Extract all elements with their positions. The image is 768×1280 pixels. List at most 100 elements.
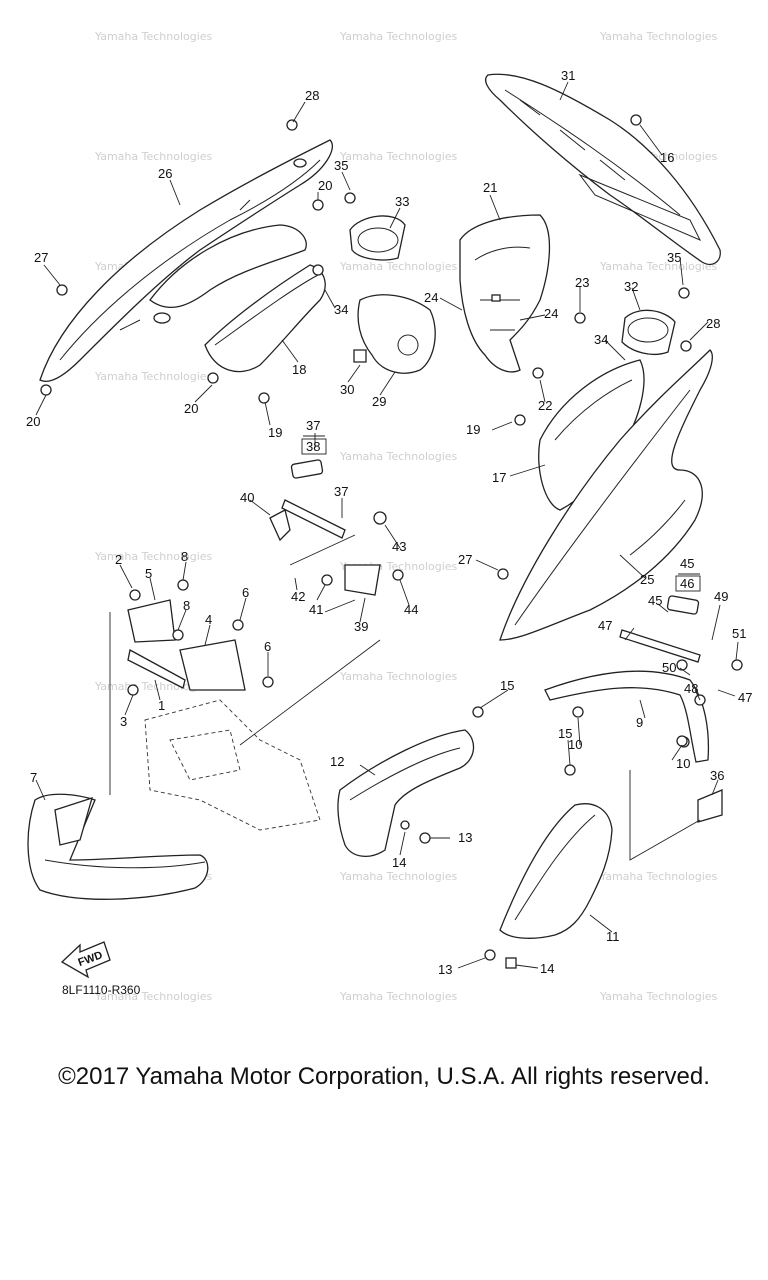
lower-cover: [499, 803, 613, 939]
watermark: Yamaha Technologies: [339, 30, 458, 43]
callout-41: 41: [309, 602, 323, 617]
callout-18: 18: [292, 362, 306, 377]
damper-right: [619, 595, 743, 861]
callout-14: 14: [540, 961, 554, 976]
top-grille: [485, 73, 721, 265]
callout-40: 40: [240, 490, 254, 505]
callout-48: 48: [684, 681, 698, 696]
copyright-notice: ©2017 Yamaha Motor Corporation, U.S.A. A…: [58, 1063, 710, 1090]
callout-23: 23: [575, 275, 589, 290]
callout-14: 14: [392, 855, 406, 870]
watermark: Yamaha Technologies: [339, 990, 458, 1003]
speaker-assembly-left: [349, 215, 436, 374]
watermark: Yamaha Technologies: [94, 30, 213, 43]
callout-45: 45: [648, 593, 662, 608]
callout-24: 24: [544, 306, 558, 321]
leader-lines: [35, 81, 739, 969]
callout-6: 6: [242, 585, 249, 600]
callout-21: 21: [483, 180, 497, 195]
parts-diagram-svg: Yamaha Technologies Yamaha Technologies …: [26, 30, 752, 1003]
center-bracket: [459, 214, 551, 373]
callout-30: 30: [340, 382, 354, 397]
callout-6: 6: [264, 639, 271, 654]
callout-13: 13: [458, 830, 472, 845]
callout-19: 19: [268, 425, 282, 440]
parts-diagram: Yamaha Technologies Yamaha Technologies …: [26, 30, 752, 1003]
callout-20: 20: [26, 414, 40, 429]
callout-10: 10: [568, 737, 582, 752]
watermark: Yamaha Technologies: [339, 450, 458, 463]
watermark: Yamaha Technologies: [599, 990, 718, 1003]
callout-12: 12: [330, 754, 344, 769]
watermark: Yamaha Technologies: [94, 990, 213, 1003]
callout-47: 47: [598, 618, 612, 633]
callout-44: 44: [404, 602, 418, 617]
watermark: Yamaha Technologies: [339, 150, 458, 163]
callout-27: 27: [34, 250, 48, 265]
callout-34: 34: [334, 302, 348, 317]
callout-36: 36: [710, 768, 724, 783]
callout-28: 28: [305, 88, 319, 103]
fasteners: [40, 114, 692, 969]
callout-11: 11: [606, 929, 620, 944]
callout-47: 47: [738, 690, 752, 705]
callout-29: 29: [372, 394, 386, 409]
watermark: Yamaha Technologies: [339, 260, 458, 273]
callout-37: 37: [306, 418, 320, 433]
speaker-right: [621, 309, 676, 356]
watermark: Yamaha Technologies: [339, 670, 458, 683]
callout-46: 46: [680, 576, 694, 591]
callout-35: 35: [334, 158, 348, 173]
callout-20: 20: [184, 401, 198, 416]
callout-35: 35: [667, 250, 681, 265]
callout-51: 51: [732, 626, 746, 641]
callout-38: 38: [306, 439, 320, 454]
callout-45: 45: [680, 556, 694, 571]
callout-15: 15: [558, 726, 572, 741]
callout-49: 49: [714, 589, 728, 604]
callout-4: 4: [205, 612, 212, 627]
watermark: Yamaha Technologies: [94, 370, 213, 383]
bracket-assembly-left: [127, 579, 274, 696]
callout-33: 33: [395, 194, 409, 209]
front-cowl: [27, 793, 209, 900]
callout-42: 42: [291, 589, 305, 604]
side-cover-right: [499, 349, 713, 641]
callout-32: 32: [624, 279, 638, 294]
callout-19: 19: [466, 422, 480, 437]
callout-3: 3: [120, 714, 127, 729]
callout-7: 7: [30, 770, 37, 785]
side-cover-left: [39, 139, 333, 382]
callout-34: 34: [594, 332, 608, 347]
callout-17: 17: [492, 470, 506, 485]
callouts: 28 26 27 20 20 18 20 19 34 30 29 33 35 3…: [26, 68, 752, 977]
callout-37: 37: [334, 484, 348, 499]
callout-27: 27: [458, 552, 472, 567]
callout-39: 39: [354, 619, 368, 634]
callout-50: 50: [662, 660, 676, 675]
callout-13: 13: [438, 962, 452, 977]
callout-8: 8: [183, 598, 190, 613]
callout-31: 31: [561, 68, 575, 83]
callout-10: 10: [676, 756, 690, 771]
fwd-arrow-icon: FWD: [60, 941, 111, 979]
callout-24: 24: [424, 290, 438, 305]
callout-16: 16: [660, 150, 674, 165]
callout-9: 9: [636, 715, 643, 730]
watermark: Yamaha Technologies: [599, 870, 718, 883]
callout-1: 1: [158, 698, 165, 713]
callout-15: 15: [500, 678, 514, 693]
callout-8: 8: [181, 549, 188, 564]
callout-22: 22: [538, 398, 552, 413]
diagram-code: 8LF1110-R360: [62, 983, 141, 997]
callout-2: 2: [115, 552, 122, 567]
side-panel: [337, 729, 475, 857]
callout-20: 20: [318, 178, 332, 193]
damper-assembly: [269, 459, 404, 613]
frame-outline: [144, 699, 321, 831]
watermark: Yamaha Technologies: [599, 30, 718, 43]
inner-panel: [149, 224, 326, 373]
watermark: Yamaha Technologies: [94, 550, 213, 563]
watermark: Yamaha Technologies: [339, 870, 458, 883]
callout-26: 26: [158, 166, 172, 181]
